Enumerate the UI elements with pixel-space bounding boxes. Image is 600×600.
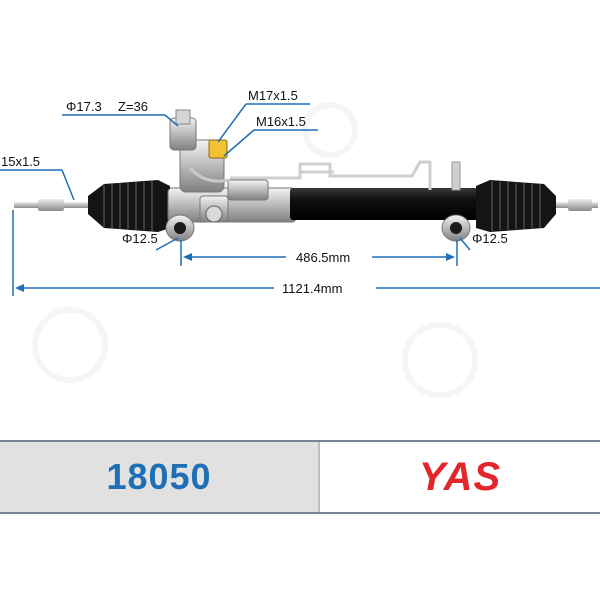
mount-spacing-dimension: [180, 240, 458, 266]
pinion-diameter-label: Φ17.3: [66, 99, 102, 114]
thread-left-label: 15x1.5: [1, 154, 40, 169]
product-info-bar: 18050 YAS: [0, 440, 600, 514]
part-number-cell: 18050: [0, 442, 320, 512]
pinion-valve: [169, 109, 231, 193]
left-bellows-boot: [88, 180, 170, 232]
mount-spacing-label: 486.5mm: [296, 250, 350, 265]
left-tie-rod: [14, 199, 92, 211]
brand-cell: YAS: [320, 442, 600, 512]
leader-lines: [0, 103, 471, 251]
total-length-label: 1121.4mm: [282, 281, 342, 296]
teeth-count-label: Z=36: [118, 99, 148, 114]
right-mount-bushing: [441, 214, 471, 242]
part-number: 18050: [106, 456, 212, 497]
rack-housing: [167, 179, 297, 223]
mount-right-label: Φ12.5: [472, 231, 508, 246]
brand-logo: YAS: [418, 454, 502, 499]
thread-top-label: M17x1.5: [248, 88, 298, 103]
left-mount-bushing: [165, 214, 195, 242]
power-cylinder: [290, 188, 478, 220]
watermark: [32, 102, 478, 398]
mount-left-label: Φ12.5: [122, 231, 158, 246]
hydraulic-lines: [230, 160, 461, 191]
right-bellows-boot: [476, 180, 556, 232]
total-length-dimension: [12, 210, 600, 296]
right-tie-rod: [548, 199, 598, 211]
thread-mid-label: M16x1.5: [256, 114, 306, 129]
